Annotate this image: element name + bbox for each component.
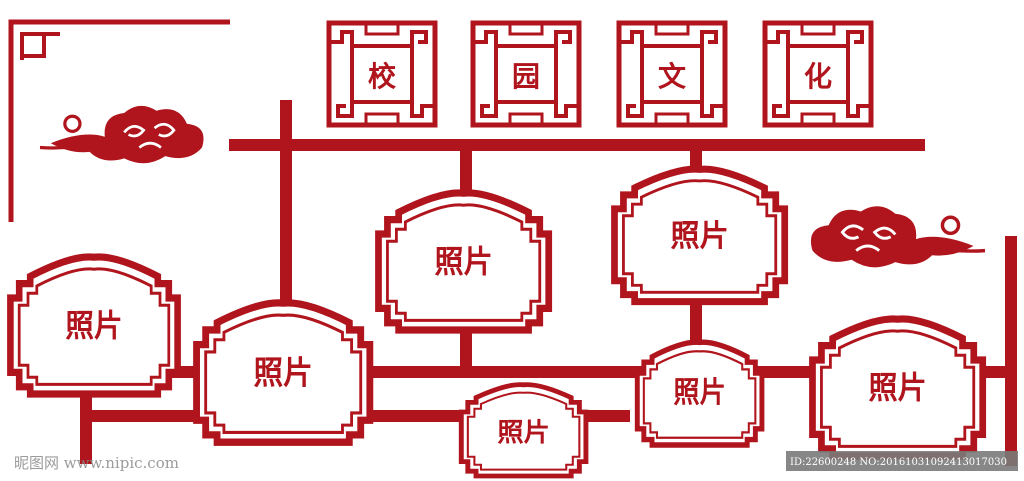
title-tile: 文: [619, 23, 725, 125]
photo-label: 照片: [670, 217, 728, 253]
photo-frame: 照片: [812, 319, 982, 456]
title-tile: 园: [473, 23, 579, 125]
title-tile: 校: [329, 23, 435, 125]
photo-frame: 照片: [614, 169, 784, 301]
title-char: 文: [658, 60, 686, 93]
title-char: 化: [804, 60, 832, 93]
title-tile: 化: [765, 23, 871, 125]
photo-frame: 照片: [378, 193, 548, 330]
watermark-site: 昵图网 www.nipic.com: [14, 454, 179, 472]
photo-label: 照片: [65, 308, 122, 344]
photo-frame: 照片: [10, 257, 177, 394]
photo-label: 照片: [869, 370, 927, 406]
photo-frame: 照片: [637, 342, 762, 445]
photo-label: 照片: [254, 355, 313, 392]
photo-label: 照片: [497, 418, 549, 448]
watermark-band: [786, 451, 1018, 471]
title-char: 校: [368, 60, 397, 93]
photo-frame: 照片: [461, 385, 586, 476]
fret-corner-icon: [8, 19, 230, 222]
title-char: 园: [512, 60, 540, 93]
auspicious-cloud-icon: [809, 204, 987, 270]
photo-label: 照片: [673, 376, 725, 409]
auspicious-cloud-icon: [38, 104, 206, 165]
photo-frame: 照片: [197, 303, 370, 442]
photo-label: 照片: [435, 244, 493, 280]
watermark-id: ID:22600248 NO:20161031092413017030: [790, 457, 1007, 468]
